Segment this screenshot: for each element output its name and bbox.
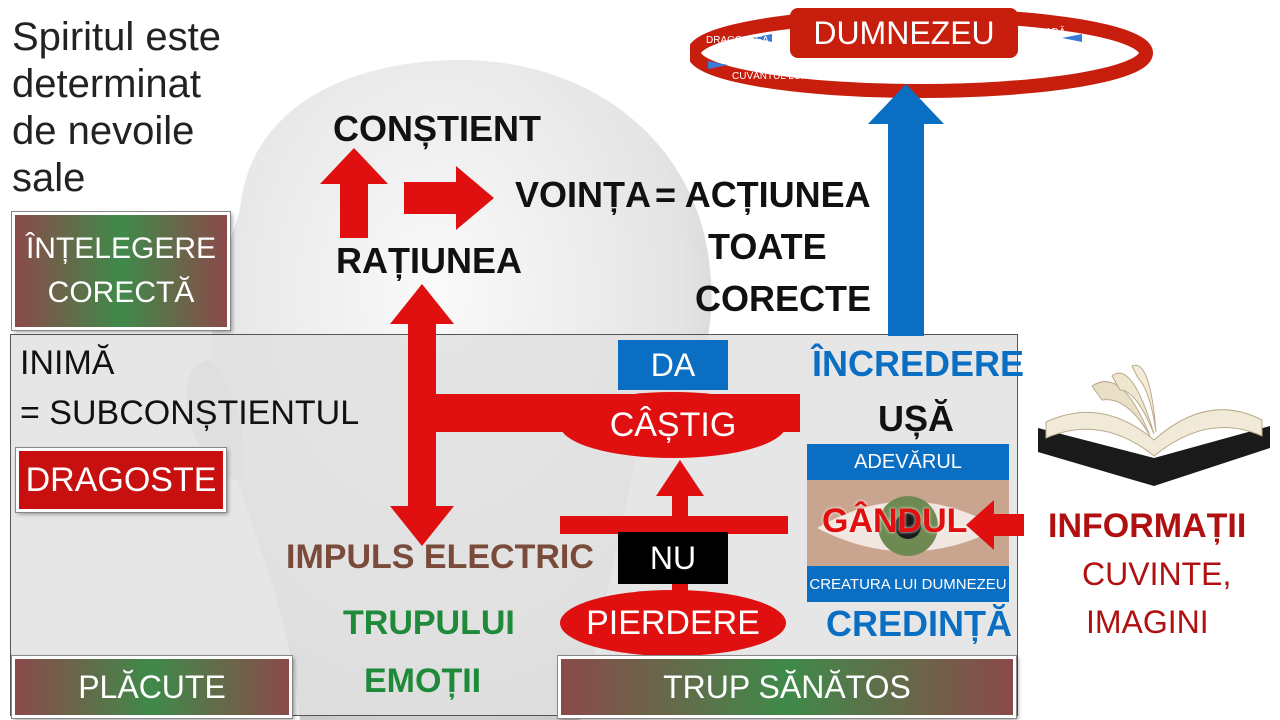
- ring-label-roada: ROADĂ: [1030, 27, 1066, 38]
- inima-label: INIMĂ: [20, 344, 115, 382]
- usa-label: UȘĂ: [878, 398, 955, 439]
- creatura-label: CREATURA LUI DUMNEZEU: [809, 575, 1007, 593]
- intelegere-line-1: ÎNȚELEGERE: [25, 232, 217, 265]
- trup-sanatos-box: TRUP SĂNĂTOS: [558, 656, 1016, 718]
- intelegere-corecta-box: ÎNȚELEGERE CORECTĂ: [12, 212, 230, 330]
- placute-box: PLĂCUTE: [12, 656, 292, 718]
- nu-label: NU: [649, 539, 697, 576]
- actiunea-label: = ACȚIUNEA: [655, 174, 871, 215]
- trupului-label: TRUPULUI: [343, 604, 515, 642]
- eye-icon: [807, 480, 1009, 566]
- pierdere-pill: PIERDERE: [560, 590, 786, 656]
- red-arrows-top: [320, 148, 494, 238]
- nu-box: NU: [618, 532, 728, 584]
- cuvinte-label: CUVINTE,: [1082, 556, 1232, 592]
- dragoste-box: DRAGOSTE: [16, 448, 226, 512]
- adevarul-band: ADEVĂRUL: [807, 444, 1009, 480]
- castig-label: CÂȘTIG: [609, 405, 737, 444]
- imagini-label: IMAGINI: [1086, 604, 1209, 640]
- adevarul-label: ADEVĂRUL: [854, 450, 962, 473]
- blue-up-arrow: [868, 84, 944, 336]
- vointa-label: VOINȚA: [515, 174, 652, 215]
- castig-pill: CÂȘTIG: [560, 392, 786, 458]
- intelegere-line-2: CORECTĂ: [47, 276, 195, 309]
- subconstientul-label: = SUBCONȘTIENTUL: [20, 394, 360, 432]
- pierdere-label: PIERDERE: [586, 603, 760, 642]
- placute-label: PLĂCUTE: [78, 668, 226, 705]
- ring-label-cuvantul: CUVÂNTUL LUI DUMNEZEU: [732, 71, 864, 82]
- intro-line-4: sale: [12, 156, 86, 200]
- ratiunea-label: RAȚIUNEA: [336, 240, 522, 281]
- emotii-label: EMOȚII: [364, 662, 482, 700]
- dumnezeu-label: DUMNEZEU: [813, 14, 995, 51]
- pierdere-connector: [560, 460, 788, 600]
- dumnezeu-box: DUMNEZEU: [790, 8, 1018, 58]
- corecte-label: CORECTE: [695, 278, 872, 319]
- creatura-band: CREATURA LUI DUMNEZEU: [807, 566, 1009, 602]
- incredere-label: ÎNCREDERE: [812, 343, 1025, 384]
- intro-text: Spiritul este determinat de nevoile sale: [12, 14, 221, 202]
- toate-label: TOATE: [708, 226, 827, 267]
- gandul-label: GÂNDUL: [822, 502, 968, 540]
- credinta-label: CREDINȚĂ: [826, 603, 1012, 644]
- informatii-arrow: [966, 500, 1024, 550]
- intro-line-1: Spiritul este: [12, 15, 221, 59]
- dragoste-label: DRAGOSTE: [25, 460, 217, 499]
- informatii-label: INFORMAȚII: [1048, 507, 1247, 545]
- intro-line-3: de nevoile: [12, 109, 195, 153]
- impuls-label: IMPULS ELECTRIC: [286, 538, 594, 576]
- eye-box: ADEVĂRUL CREATURA LUI DUMNEZEU: [807, 444, 1009, 602]
- da-box: DA: [618, 340, 728, 390]
- bible-icon: [1038, 364, 1270, 486]
- constient-label: CONȘTIENT: [333, 108, 542, 149]
- intro-line-2: determinat: [12, 62, 201, 106]
- trup-sanatos-label: TRUP SĂNĂTOS: [663, 668, 911, 705]
- da-label: DA: [650, 346, 696, 383]
- ring-label-dragostea: DRAGOSTEA: [706, 35, 769, 46]
